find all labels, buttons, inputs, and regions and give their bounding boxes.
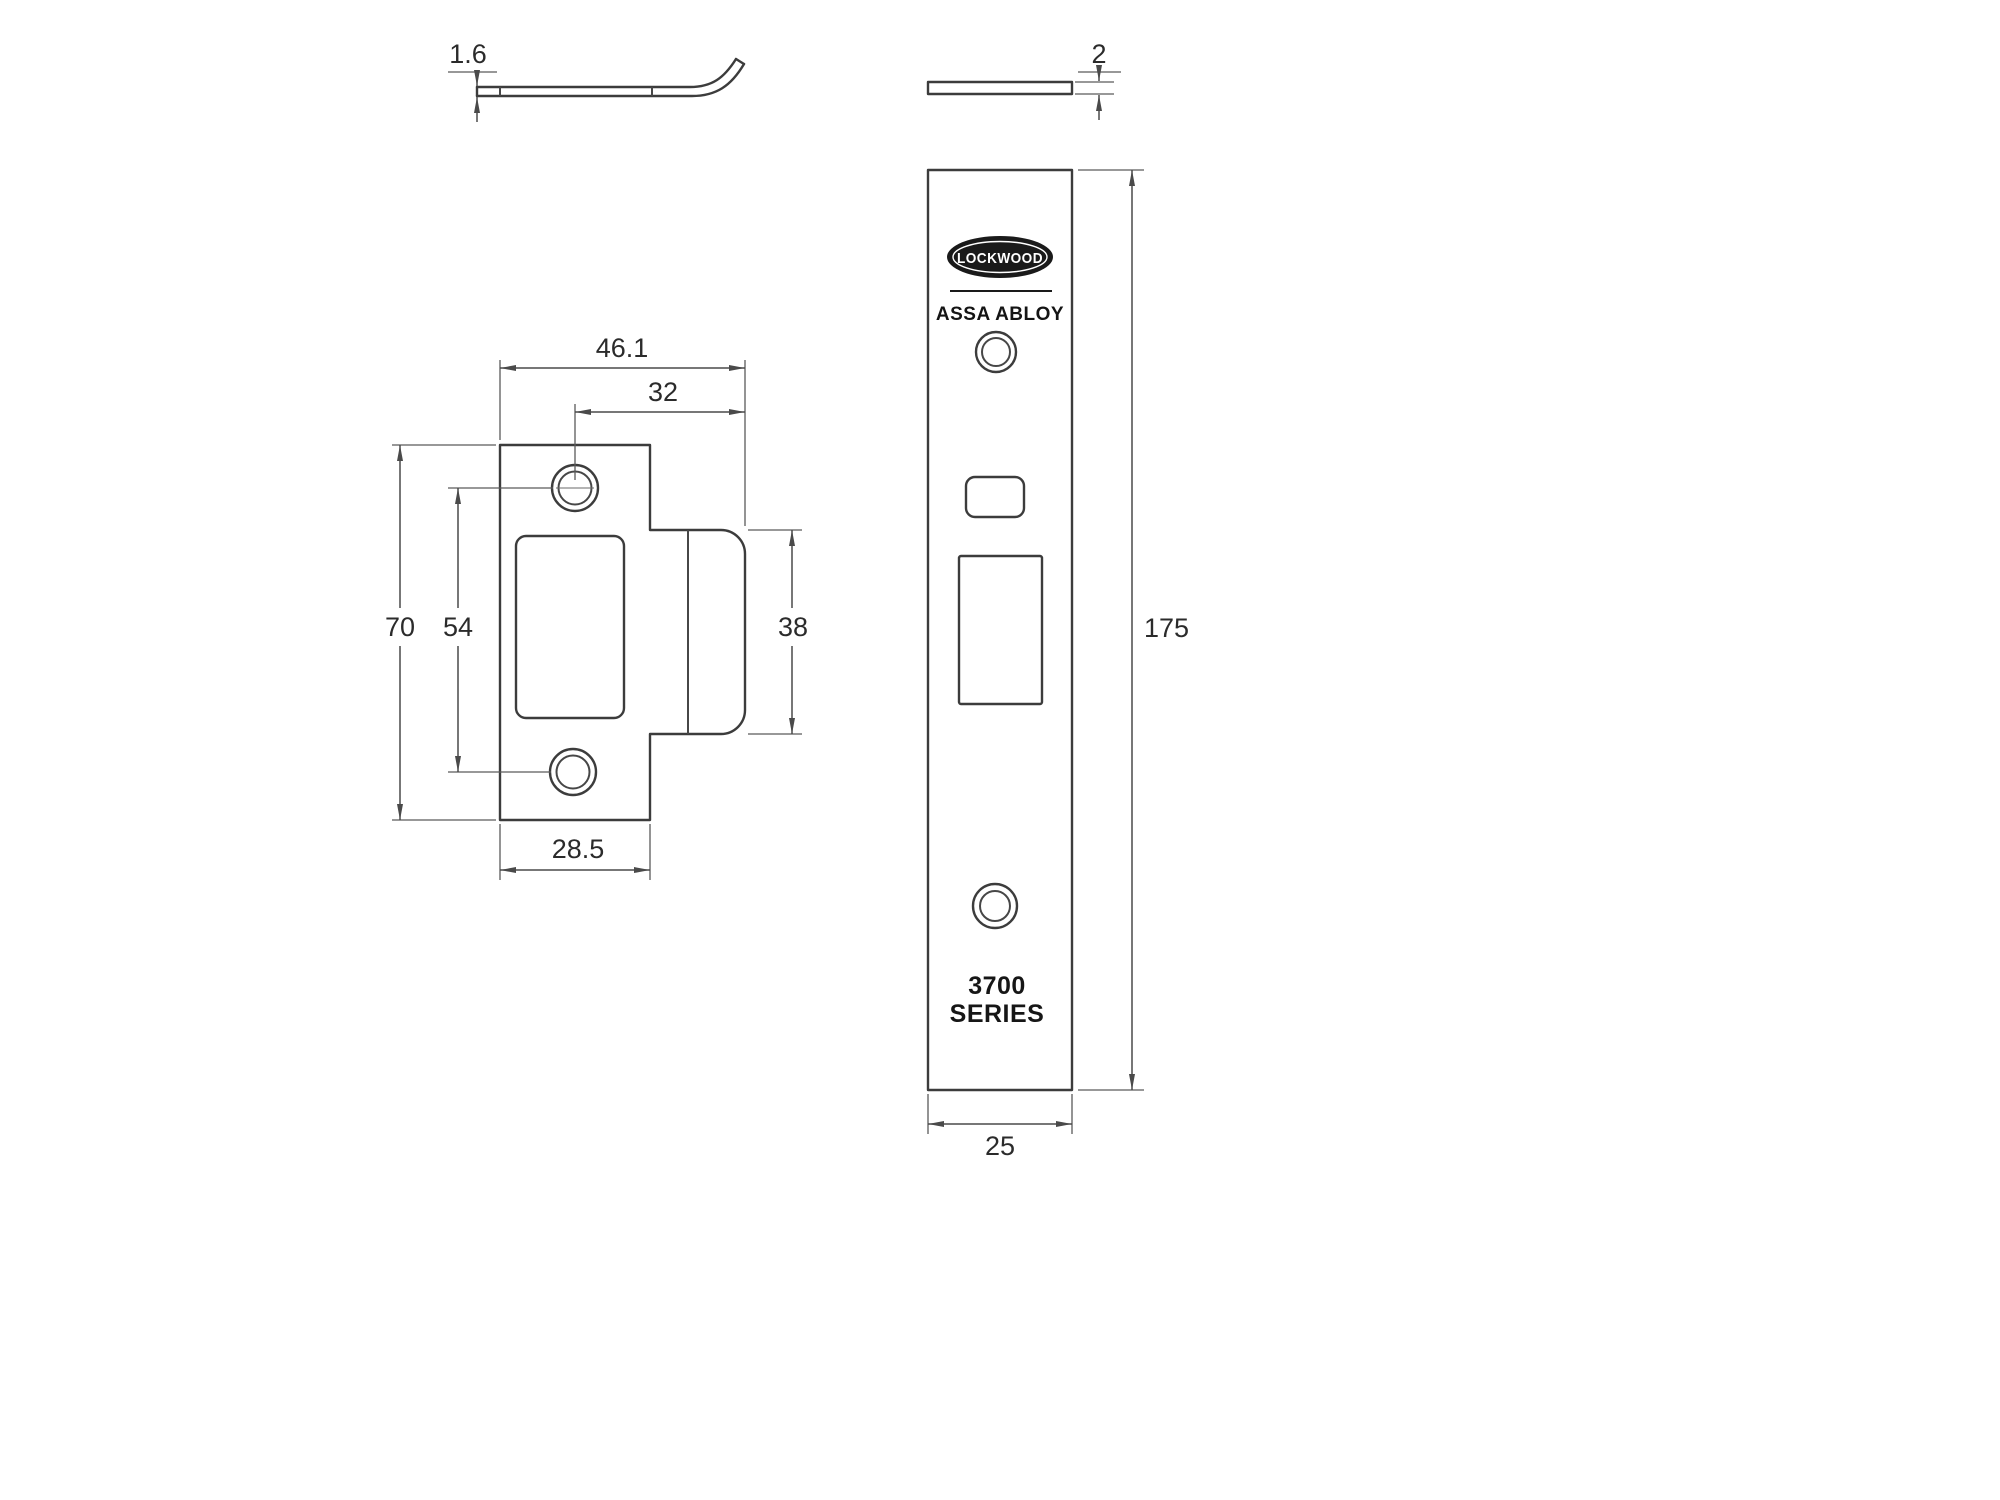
dim-strike-overall-width-label: 46.1 [596,333,649,363]
dim-faceplate-thickness-label: 2 [1091,39,1106,69]
faceplate-screw-hole-top-outer [974,330,1018,374]
dim-faceplate-width-label: 25 [985,1131,1015,1161]
assa-abloy-text: ASSA ABLOY [936,304,1064,325]
dim-38-label-mask [768,608,818,646]
latch-bolt-cutout [957,554,1044,706]
faceplate-screw-hole-bottom-outer [971,882,1019,930]
dim-faceplate-height-label: 175 [1144,613,1189,643]
dim-54-label-mask [434,608,482,646]
strike-front-view [498,443,747,822]
auxiliary-bolt-cutout [964,475,1026,519]
dim-strike-hole-to-lip: 32 [574,377,745,480]
latch-cutout [514,534,626,720]
screw-hole-bottom-inner [555,754,591,790]
dim-strike-height-label: 70 [385,612,415,642]
series-text-line1: 3700 [968,972,1026,1000]
lockwood-logo-text: LOCKWOOD [957,250,1043,267]
faceplate-side-profile [926,80,1074,96]
dim-faceplate-height: 175 [1078,169,1200,1091]
strike-side-bottom-edge [475,62,746,98]
dim-strike-thickness-label: 1.6 [449,39,487,69]
dim-faceplate-thickness: 2 [1075,39,1121,120]
lockwood-logo-inner-ring [952,240,1048,274]
dim-strike-hole-to-lip-label: 32 [648,377,678,407]
lockwood-logo: LOCKWOOD ASSA ABLOY [936,236,1064,325]
dim-strike-lip-height: 38 [748,529,818,735]
dim-strike-body-width: 28.5 [499,824,651,880]
dim-strike-hole-centres: 54 [434,487,553,773]
dim-strike-thickness: 1.6 [448,39,497,122]
lockwood-logo-oval [947,236,1053,278]
dim-175-label-mask [1138,608,1200,646]
faceplate-front-view: LOCKWOOD ASSA ABLOY 3700 SERIES [926,168,1074,1092]
dim-strike-height: 70 [376,444,496,821]
series-text-line2: SERIES [950,1000,1045,1028]
strike-side-view [475,57,746,98]
dim-strike-lip-height-label: 38 [778,612,808,642]
dim-strike-hole-centres-label: 54 [443,612,473,642]
faceplate-screw-hole-bottom-inner [979,890,1011,922]
faceplate-outline [926,168,1074,1092]
dim-strike-body-width-label: 28.5 [552,834,605,864]
faceplate-side-view [926,80,1074,96]
dim-strike-overall-width: 46.1 [499,333,746,526]
strike-outline [498,443,747,822]
dim-faceplate-width: 25 [927,1094,1073,1161]
strike-side-top-edge [475,57,738,89]
faceplate-screw-hole-top-inner [981,337,1011,367]
dim-70-label-mask [376,608,424,646]
strike-side-lip-endcap [734,57,746,66]
